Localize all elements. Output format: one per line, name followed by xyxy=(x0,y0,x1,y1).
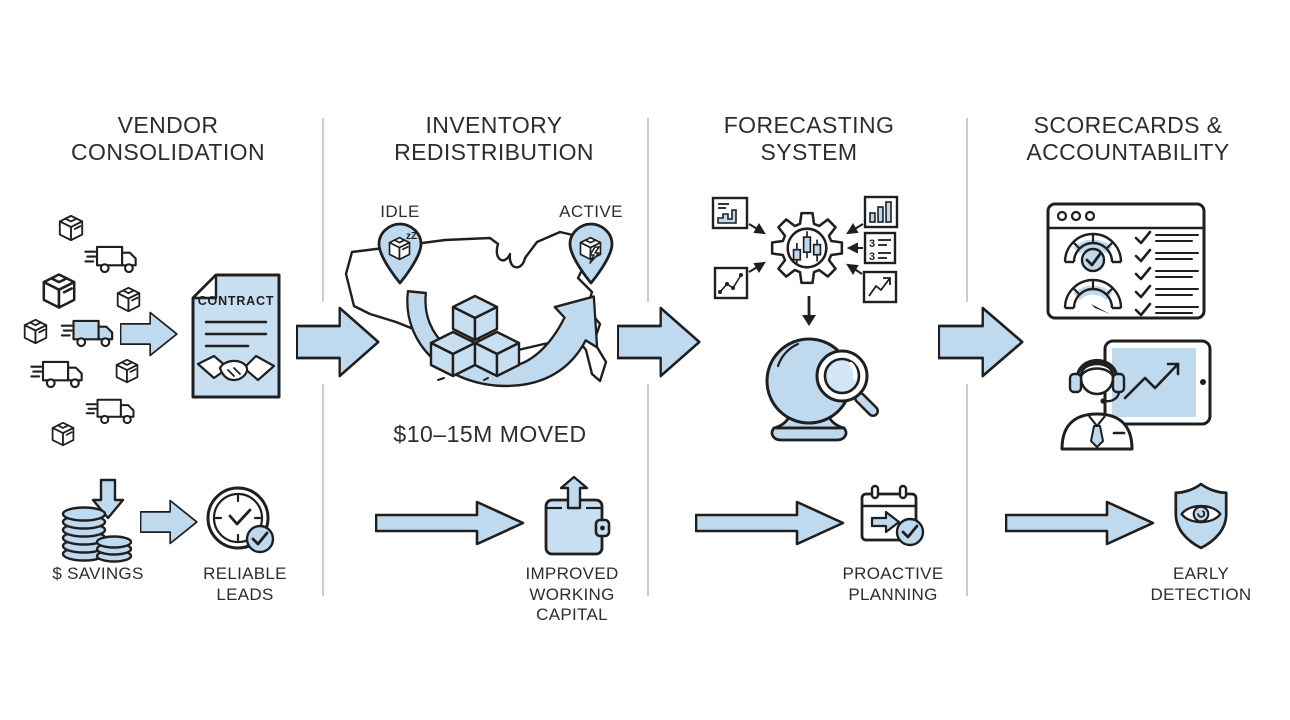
active-label: ACTIVE xyxy=(559,202,623,221)
wallet-up-arrow-icon xyxy=(544,475,611,556)
up-arrow-icon xyxy=(559,475,589,510)
divider-1-bottom xyxy=(322,384,324,596)
box-icon xyxy=(42,273,76,309)
gear-icon xyxy=(770,211,844,285)
early-detection-label: EARLY DETECTION xyxy=(1150,564,1252,604)
contract-text-lines xyxy=(204,320,268,348)
box-icon xyxy=(23,318,48,345)
divider-1-top xyxy=(322,118,324,302)
crystal-ball-icon xyxy=(765,296,879,442)
header-scorecards-accountability: SCORECARDS & ACCOUNTABILITY xyxy=(1026,112,1230,166)
check-badge-icon xyxy=(895,517,925,547)
header-vendor-consolidation: VENDOR CONSOLIDATION xyxy=(71,112,265,166)
handshake-icon xyxy=(196,354,276,382)
flow-arrow-icon xyxy=(140,499,198,545)
sleep-zz-mark: zZ xyxy=(406,231,417,242)
savings-label: $ SAVINGS xyxy=(52,564,144,583)
idle-warehouse-pin-icon: zZ xyxy=(377,222,423,285)
contract-icon xyxy=(191,273,281,399)
numbered-list-card-icon: 3 3 xyxy=(863,231,897,265)
magnifier-icon xyxy=(815,349,879,417)
moved-amount-label: $10–15M MOVED xyxy=(393,421,587,447)
box-icon xyxy=(51,421,75,447)
shield-eye-icon xyxy=(1174,482,1228,550)
header-inventory-redistribution: INVENTORY REDISTRIBUTION xyxy=(394,112,594,166)
working-capital-label: IMPROVED WORKING CAPITAL xyxy=(525,564,619,625)
calendar-plan-icon xyxy=(860,484,925,547)
forward-arrow-icon xyxy=(870,510,901,534)
gauge-needle-icon xyxy=(1063,278,1123,314)
accountable-agent-icon xyxy=(1060,339,1212,451)
forecasting-engine-icons: 3 3 xyxy=(711,195,899,304)
divider-3-bottom xyxy=(966,384,968,596)
truck-icon-highlighted xyxy=(60,319,114,347)
flow-arrow-icon xyxy=(938,306,1024,378)
check-badge-icon xyxy=(245,524,275,554)
list-number-1: 3 xyxy=(869,238,875,250)
down-arrow-icon xyxy=(91,478,125,520)
inventory-stack-icon xyxy=(429,294,521,381)
box-icon xyxy=(116,286,141,313)
truck-icon xyxy=(84,245,137,273)
divider-3-top xyxy=(966,118,968,302)
truck-icon xyxy=(85,398,135,424)
proactive-planning-label: PROACTIVE PLANNING xyxy=(842,564,944,604)
idle-label: IDLE xyxy=(380,202,420,221)
support-agent-icon xyxy=(1060,358,1134,451)
candlestick-chart-icon xyxy=(792,231,822,264)
input-arrows xyxy=(748,223,864,275)
box-icon xyxy=(115,358,139,384)
header-forecasting-system: FORECASTING SYSTEM xyxy=(723,112,895,166)
reliable-leads-label: RELIABLE LEADS xyxy=(203,564,287,604)
flow-arrow-icon xyxy=(375,500,525,546)
coins-savings-icon xyxy=(61,478,133,563)
area-chart-card-icon xyxy=(711,196,749,230)
active-warehouse-pin-icon xyxy=(568,222,614,285)
flow-arrow-icon xyxy=(120,311,178,357)
scorecard-dashboard-window xyxy=(1046,202,1206,320)
flow-arrow-icon xyxy=(695,500,845,546)
lightning-icon xyxy=(589,246,600,264)
tablet-chart-icon xyxy=(1103,339,1212,426)
gauge-check-icon xyxy=(1063,232,1123,273)
list-number-2: 3 xyxy=(869,251,875,263)
checklist-icon xyxy=(1134,230,1199,317)
tie-icon xyxy=(1090,425,1104,448)
contract-label: CONTRACT xyxy=(197,294,275,308)
flow-arrow-icon xyxy=(1005,500,1155,546)
truck-icon xyxy=(30,360,83,388)
trend-line-card-icon xyxy=(862,270,898,304)
divider-2-bottom xyxy=(647,384,649,596)
bar-chart-card-icon xyxy=(863,195,899,229)
box-icon xyxy=(58,214,84,242)
window-dots-icon xyxy=(1056,210,1096,222)
flow-arrow-icon xyxy=(617,306,701,378)
scatter-chart-card-icon xyxy=(713,266,749,300)
divider-2-top xyxy=(647,118,649,302)
clock-check-icon xyxy=(206,486,275,554)
